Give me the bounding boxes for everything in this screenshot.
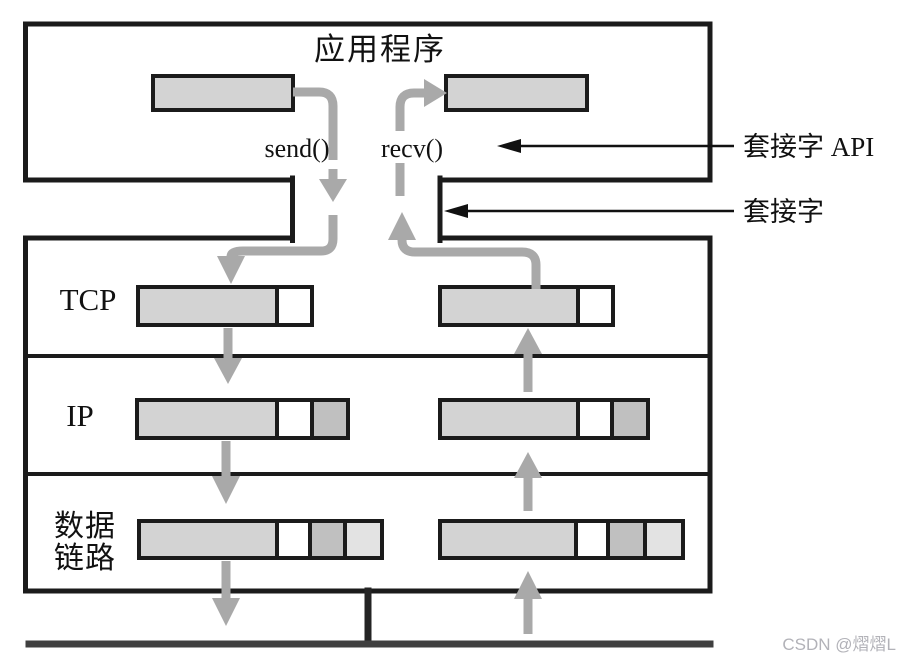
send-arrowhead-upper <box>319 179 347 202</box>
recv-arrowhead-upper <box>424 79 447 107</box>
datalink-frame-incoming <box>438 519 685 560</box>
frame-segment-white <box>275 519 312 560</box>
pointer-arrowhead-icon <box>497 139 521 153</box>
recv-elbow-upper <box>395 88 425 131</box>
stack-arrow-ip-to-datalink <box>212 441 240 504</box>
arrowhead <box>212 598 240 626</box>
socket-annotation: 套接字 <box>743 197 824 227</box>
frame-segment-trailer <box>643 519 685 560</box>
arrowhead <box>214 358 242 384</box>
socket-api-annotation: 套接字 API <box>743 132 874 162</box>
ip-segment-white <box>576 398 614 440</box>
layer-label-datalink-line2: 链路 <box>54 542 116 575</box>
pointer-arrowhead-icon <box>444 204 468 218</box>
watermark: CSDN @熠熠L <box>782 635 896 654</box>
frame-segment-white <box>574 519 610 560</box>
stack-arrow-datalink-to-wire <box>212 561 240 626</box>
socket-pointer-arrow <box>444 204 734 218</box>
tcp-packet-incoming <box>438 285 615 327</box>
ip-packet-incoming <box>438 398 650 440</box>
application-box <box>23 21 713 183</box>
arrowhead <box>212 476 240 504</box>
recv-call-label: recv() <box>381 134 443 163</box>
frame-segment-trailer <box>343 519 384 560</box>
arrowhead <box>514 328 542 354</box>
send-call-label: send() <box>265 134 330 163</box>
ip-segment-header <box>610 398 650 440</box>
app-box-title: 应用程序 <box>314 32 446 67</box>
layer-label-tcp: TCP <box>60 282 117 317</box>
arrowhead <box>514 452 542 478</box>
send-elbow-lower <box>226 215 338 258</box>
tcp-packet-outgoing <box>136 285 314 327</box>
recv-flow-arrow <box>388 79 541 289</box>
send-arrowhead-lower <box>217 256 245 284</box>
send-flow-arrow <box>217 87 347 284</box>
ip-packet-outgoing <box>135 398 350 440</box>
ip-segment-header <box>310 398 350 440</box>
app-send-buffer <box>151 74 295 112</box>
recv-elbow-lower <box>397 237 541 289</box>
socket-api-pointer-arrow <box>497 139 734 153</box>
datalink-frame-outgoing <box>137 519 384 560</box>
layer-label-datalink-line1: 数据 <box>54 510 116 543</box>
stack-arrow-datalink-to-ip <box>514 452 542 511</box>
send-elbow-upper <box>293 87 338 160</box>
app-recv-buffer <box>444 74 589 112</box>
recv-arrowhead-lower <box>388 212 416 240</box>
tcp-segment-trailer <box>275 285 314 327</box>
frame-segment-header <box>606 519 647 560</box>
ip-segment-white <box>275 398 314 440</box>
frame-segment-header <box>308 519 347 560</box>
stack-arrow-tcp-to-ip <box>214 328 242 384</box>
tcp-segment-trailer <box>576 285 615 327</box>
arrowhead <box>514 571 542 599</box>
stack-arrow-wire-to-datalink <box>514 571 542 634</box>
layer-label-ip: IP <box>66 398 94 433</box>
stack-arrow-ip-to-tcp <box>514 328 542 392</box>
